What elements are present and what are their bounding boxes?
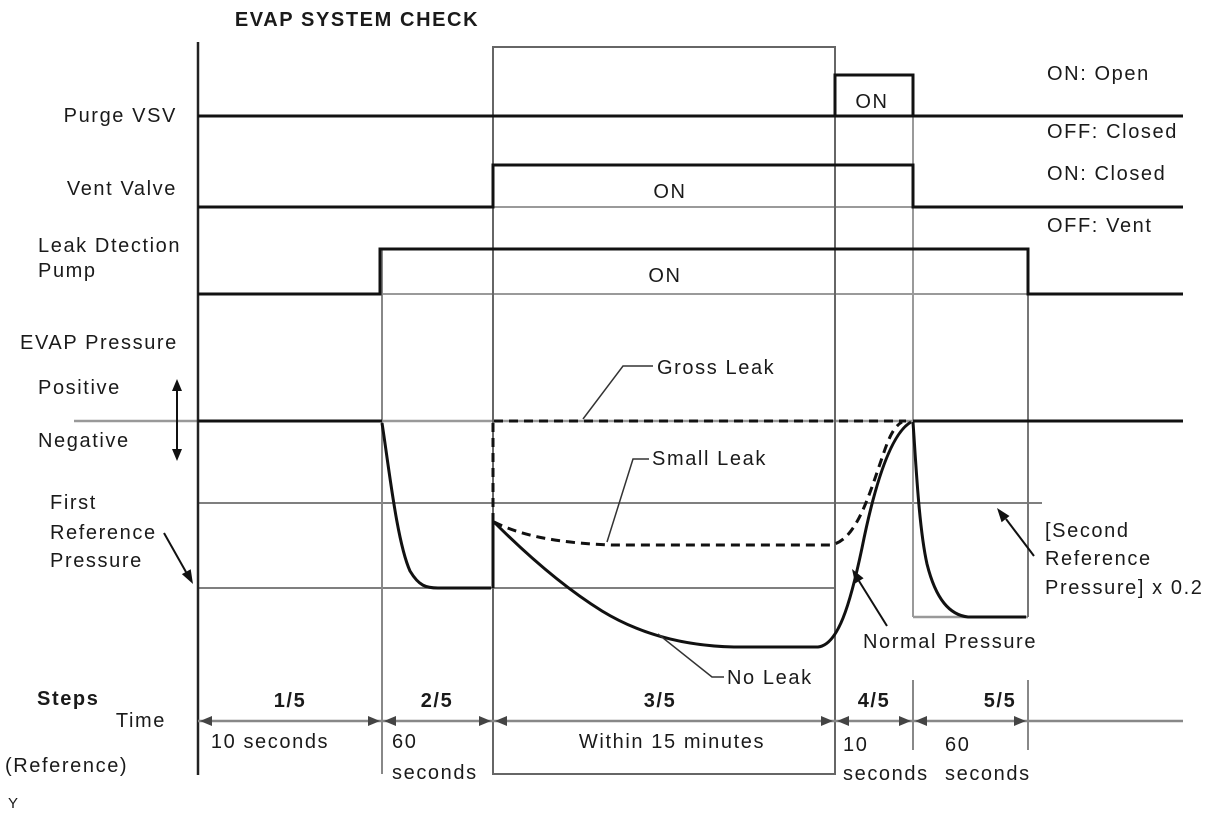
dimension-arrowhead — [821, 716, 833, 726]
dimension-arrowhead — [495, 716, 507, 726]
second-ref-arrow — [997, 508, 1035, 557]
leak-pump-label-line2: Pump — [38, 260, 97, 282]
dimension-arrowhead — [915, 716, 927, 726]
step4-duration-line2: seconds — [843, 763, 929, 785]
first-ref-arrow — [163, 532, 193, 584]
step3-number: 3/5 — [644, 690, 677, 712]
step5-duration-line1: 60 — [945, 734, 970, 756]
legend-vent-off: OFF: Vent — [1047, 215, 1153, 237]
second-ref-label-line1: [Second — [1045, 520, 1130, 542]
step4-duration-line1: 10 — [843, 734, 868, 756]
positive-negative-arrow — [172, 379, 182, 461]
dimension-arrowhead — [384, 716, 396, 726]
small-leak-label: Small Leak — [652, 448, 767, 470]
positive-label: Positive — [38, 377, 121, 399]
negative-label: Negative — [38, 430, 130, 452]
legend-purge-on: ON: Open — [1047, 63, 1150, 85]
normal-pressure-arrow — [852, 569, 888, 627]
page-title: EVAP SYSTEM CHECK — [235, 9, 479, 31]
vent-valve-signal — [198, 163, 1183, 209]
step2-duration-line1: 60 — [392, 731, 417, 753]
first-ref-label-line1: First — [50, 492, 97, 514]
dimension-arrowhead — [837, 716, 849, 726]
leak-pump-signal — [198, 247, 1183, 296]
second-ref-dip-curve — [911, 421, 1026, 619]
small-leak-curve — [493, 420, 903, 547]
second-ref-label-line2: Reference — [1045, 548, 1152, 570]
step3-region-box — [492, 46, 836, 775]
gross-leak-label: Gross Leak — [657, 357, 775, 379]
no-leak-label: No Leak — [727, 667, 813, 689]
purge-vsv-on-pulse — [833, 73, 915, 116]
purge-vsv-label: Purge VSV — [64, 105, 177, 127]
dimension-arrowhead — [1014, 716, 1026, 726]
dimension-arrowhead — [479, 716, 491, 726]
step5-number: 5/5 — [984, 690, 1017, 712]
first-ref-label-line2: Reference — [50, 522, 157, 544]
normal-pressure-label: Normal Pressure — [863, 631, 1037, 653]
no-leak-curve — [492, 420, 912, 649]
vent-valve-label: Vent Valve — [67, 178, 177, 200]
purge-on-label: ON — [855, 91, 888, 113]
time-dimension-arrowheads — [200, 716, 1026, 726]
reference-label: (Reference) — [5, 755, 128, 777]
small-leak-leader — [606, 458, 649, 543]
no-leak-leader — [657, 633, 724, 678]
time-label: Time — [116, 710, 166, 732]
vent-on-label: ON — [653, 181, 686, 203]
first-ref-label-line3: Pressure — [50, 550, 143, 572]
evap-pressure-heading: EVAP Pressure — [20, 332, 178, 354]
step5-duration-line2: seconds — [945, 763, 1031, 785]
step4-number: 4/5 — [858, 690, 891, 712]
step1-number: 1/5 — [274, 690, 307, 712]
dimension-arrowhead — [368, 716, 380, 726]
steps-heading: Steps — [37, 688, 99, 710]
legend-purge-off: OFF: Closed — [1047, 121, 1178, 143]
footer-mark: Y — [8, 795, 19, 812]
step2-duration-line2: seconds — [392, 762, 478, 784]
gross-leak-leader — [582, 365, 653, 420]
leak-pump-label-line1: Leak Dtection — [38, 235, 181, 257]
step3-duration: Within 15 minutes — [579, 731, 765, 753]
step2-number: 2/5 — [421, 690, 454, 712]
second-ref-label-line3: Pressure] x 0.2 — [1045, 577, 1204, 599]
step1-duration: 10 seconds — [211, 731, 329, 753]
legend-vent-on: ON: Closed — [1047, 163, 1166, 185]
dimension-arrowhead — [899, 716, 911, 726]
first-ref-drop-curve — [380, 422, 491, 590]
pump-on-label: ON — [648, 265, 681, 287]
dimension-arrowhead — [200, 716, 212, 726]
